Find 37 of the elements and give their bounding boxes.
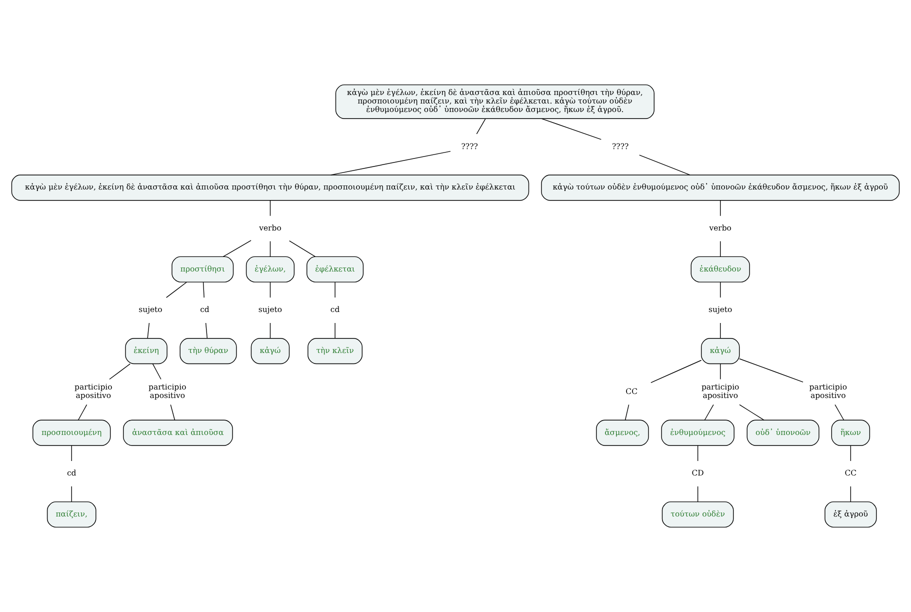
connector bbox=[109, 363, 130, 380]
connector bbox=[334, 322, 336, 339]
connector bbox=[704, 404, 714, 420]
connector bbox=[476, 118, 486, 134]
connector bbox=[166, 282, 188, 298]
connector bbox=[739, 358, 804, 382]
connector bbox=[71, 486, 72, 502]
connector bbox=[270, 240, 271, 258]
connector bbox=[147, 322, 150, 339]
connector bbox=[720, 282, 721, 298]
connector bbox=[270, 200, 271, 216]
connector bbox=[739, 404, 764, 420]
connector bbox=[720, 200, 721, 216]
connector bbox=[697, 486, 698, 502]
connector bbox=[697, 445, 698, 462]
connector bbox=[78, 404, 88, 420]
connector bbox=[624, 404, 630, 420]
connector bbox=[720, 240, 721, 258]
connector bbox=[222, 240, 252, 257]
connector bbox=[71, 445, 72, 462]
connector bbox=[334, 282, 336, 298]
connector bbox=[270, 282, 271, 298]
connector bbox=[650, 360, 702, 383]
connector bbox=[720, 363, 721, 380]
connector bbox=[834, 404, 844, 420]
connector bbox=[720, 322, 721, 339]
connector bbox=[288, 240, 316, 257]
connector bbox=[541, 118, 602, 140]
connector bbox=[170, 404, 176, 420]
connector bbox=[152, 363, 162, 380]
connector bbox=[205, 322, 208, 339]
connector bbox=[850, 486, 852, 502]
connector bbox=[270, 322, 271, 339]
connector bbox=[850, 445, 852, 462]
connector bbox=[639, 154, 690, 176]
connector bbox=[330, 150, 451, 176]
connector bbox=[202, 282, 204, 298]
